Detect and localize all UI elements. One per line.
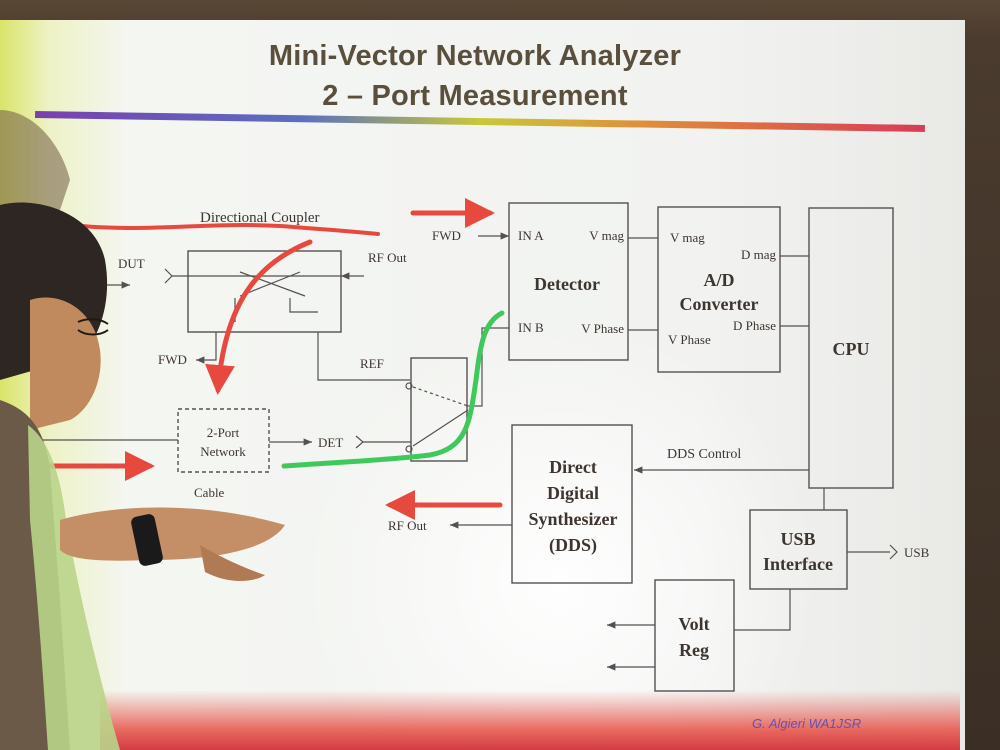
dds-control-label: DDS Control [667, 447, 741, 462]
dut-connector [164, 268, 173, 284]
green-det-path [281, 310, 505, 469]
presenter-face [30, 297, 101, 430]
ref-line [317, 332, 410, 381]
in-a-label: IN A [518, 228, 544, 243]
switch-to-in-b [467, 327, 509, 407]
usb-port-label: USB [904, 545, 930, 560]
directional-coupler-block [187, 250, 342, 333]
rf-out-bottom-label: RF Out [388, 518, 427, 533]
dut-label: DUT [118, 256, 145, 271]
dds-label-line3: Synthesizer [529, 509, 618, 529]
ref-label: REF [360, 356, 384, 371]
switch-arm [412, 409, 469, 447]
dds-label-line4: (DDS) [549, 535, 597, 556]
ad-label-line1: A/D [704, 270, 735, 290]
detector-block [508, 202, 629, 361]
two-port-network-block [177, 408, 270, 473]
usb-label-line1: USB [780, 529, 815, 549]
d-phase-label: D Phase [733, 318, 776, 333]
cable-label: Cable [194, 485, 225, 500]
dds-label-line1: Direct [549, 457, 597, 477]
v-mag-ad-label: V mag [670, 230, 705, 245]
two-port-label-line1: 2-Port [207, 425, 240, 440]
usb-label-line2: Interface [763, 554, 833, 574]
switch-arm-dashed [412, 386, 469, 407]
dds-label-line2: Digital [547, 483, 599, 503]
cpu-label: CPU [833, 339, 870, 359]
det-connector [355, 435, 364, 449]
presenter-shirt [28, 425, 120, 750]
cpu-block [808, 207, 894, 489]
rf-out-top-label: RF Out [368, 250, 407, 265]
volt-label-line1: Volt [678, 614, 709, 634]
coupler-cross-2 [239, 271, 301, 297]
switch-contact-top [405, 382, 413, 390]
volt-reg-block [654, 579, 735, 692]
slide-subtitle: 2 – Port Measurement [322, 80, 628, 112]
fwd-left-label: FWD [158, 352, 187, 367]
v-phase-ad-label: V Phase [668, 332, 711, 347]
presenter-watch [131, 514, 163, 566]
ad-converter-block [657, 206, 781, 373]
usb-volt-line [734, 589, 791, 631]
in-b-label: IN B [518, 320, 544, 335]
presenter-glasses [77, 318, 109, 336]
fwd-top-label: FWD [432, 228, 461, 243]
volt-label-line2: Reg [679, 640, 709, 660]
switch-block [410, 357, 468, 462]
coupler-port-right [289, 298, 318, 313]
presenter-silhouette [0, 110, 285, 750]
v-mag-detector-label: V mag [589, 228, 624, 243]
screen-bottom-glow [100, 690, 960, 750]
presenter-shadow [0, 110, 70, 230]
d-mag-label: D mag [741, 247, 777, 262]
presenter-fingers [200, 545, 265, 581]
dds-block [511, 424, 633, 584]
red-coupler-underline [80, 223, 380, 236]
directional-coupler-label: Directional Coupler [200, 210, 320, 226]
v-phase-detector-label: V Phase [581, 321, 624, 336]
author-credit: G. Algieri WA1JSR [752, 716, 862, 731]
presenter-arm [60, 507, 285, 561]
usb-interface-block [749, 509, 848, 590]
red-network-arrow [204, 239, 313, 395]
fwd-left-arrow [196, 332, 217, 364]
det-label: DET [318, 435, 343, 450]
two-port-label-line2: Network [200, 444, 246, 459]
coupler-cross-1 [239, 271, 306, 297]
switch-contact-bottom [405, 445, 413, 453]
slide-title: Mini-Vector Network Analyzer [268, 40, 682, 72]
detector-label: Detector [534, 274, 600, 294]
usb-connector [889, 544, 898, 560]
ad-label-line2: Converter [680, 294, 759, 314]
title-divider [34, 111, 925, 132]
